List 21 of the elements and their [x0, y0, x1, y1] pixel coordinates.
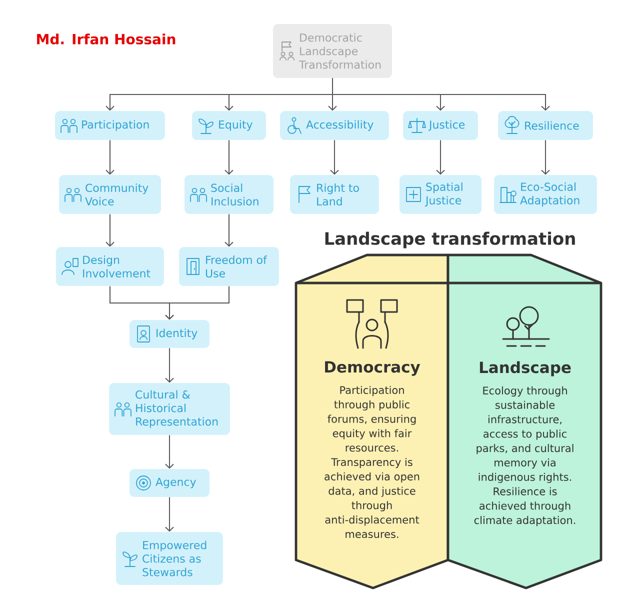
concept-box: Design Involvement — [56, 247, 164, 286]
concept-box: Social Inclusion — [184, 175, 274, 214]
concept-box: Spatial Justice — [400, 175, 482, 214]
concept-box: Agency — [130, 469, 210, 497]
heading: Landscape transformation — [325, 232, 575, 248]
concept-box: Cultural & Historical Representation — [109, 383, 230, 435]
author-name: Md. Irfan Hossain — [37, 34, 176, 44]
concept-box: Justice — [403, 111, 478, 140]
concept-box: Resilience — [498, 111, 593, 140]
concept-box: Participation — [55, 111, 165, 140]
concept-box: Eco-Social Adaptation — [494, 175, 597, 214]
banner-panel: Landscape Ecology through sustainable infrastructure, access to public parks, and cultural memory via indigenous rights. Resilience is achieved through climate adaptation. — [446, 254, 602, 590]
concept-box: Democratic Landscape Transformation — [273, 24, 392, 78]
concept-box: Community Voice — [59, 175, 161, 214]
concept-box: Right to Land — [290, 175, 379, 214]
concept-box: Empowered Citizens as Stewards — [116, 532, 223, 585]
concept-box: Freedom of Use — [179, 247, 279, 286]
concept-box: Identity — [130, 320, 210, 348]
banner-panel: Democracy Participation through public forums, ensuring equity with fair resources. Transparency is achieved via open data, and justice through anti-displacement measures. — [294, 254, 450, 590]
concept-box: Equity — [192, 111, 266, 140]
concept-box: Accessibility — [280, 111, 389, 140]
